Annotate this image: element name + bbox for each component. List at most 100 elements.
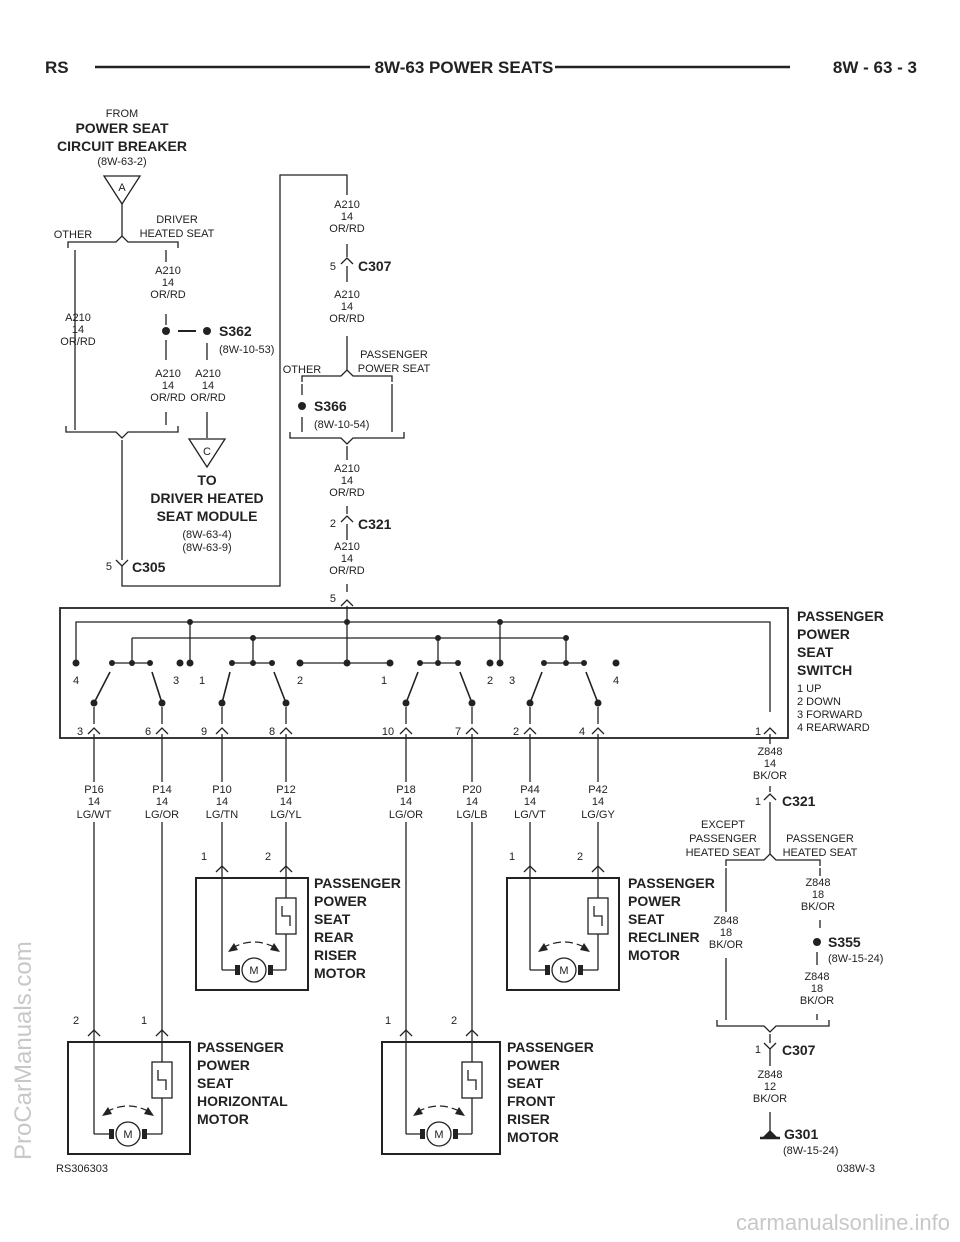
wire-gauge: 14 (156, 796, 168, 808)
switch-pin-terminal (155, 727, 169, 735)
a210-c321-code: A210 (334, 541, 360, 553)
horizontal-motor-pin-terminal (155, 1029, 169, 1037)
a210-driver-color: OR/RD (150, 289, 186, 301)
wire-code: P18 (396, 784, 416, 796)
c307a-terminal (340, 257, 354, 265)
c307b-label: C307 (782, 1042, 816, 1058)
splice-dot (187, 619, 193, 625)
switch-pin-terminal (591, 727, 605, 735)
z848-ground-color: BK/OR (753, 1093, 787, 1105)
z848-heated-code: Z848 (805, 877, 830, 889)
c321a-label: C321 (358, 516, 392, 532)
horizontal-motor-box (67, 1041, 191, 1155)
switch-wiper (221, 671, 231, 704)
a210-s366-color: OR/RD (329, 487, 365, 499)
horizontal-motor-pin-terminal (87, 1029, 101, 1037)
branch-except: EXCEPT (701, 819, 745, 831)
vertical-watermark: ProCarManuals.com (10, 941, 37, 1160)
splice-dot (250, 635, 256, 641)
horizontal-motor-m-label: M (123, 1129, 132, 1141)
branch-bracket-6 (716, 1020, 830, 1033)
s362-label: S362 (219, 323, 252, 339)
z848-except-gauge: 18 (720, 927, 732, 939)
a210-s362-a-code: A210 (155, 368, 181, 380)
horizontal-motor-pin: 2 (73, 1015, 79, 1027)
c305-terminal (115, 559, 129, 567)
front-riser-motor-pin-terminal (399, 1029, 413, 1037)
branch-passenger: PASSENGER (360, 349, 428, 361)
wire-code: P42 (588, 784, 608, 796)
switch-wiper (459, 671, 473, 704)
switch-contact (486, 659, 494, 667)
switch-contact (386, 659, 394, 667)
wire-color: LG/VT (514, 809, 546, 821)
dest-ref: (8W-63-9) (182, 542, 231, 554)
recliner-motor-label: MOTOR (628, 947, 680, 963)
wire-gauge: 14 (88, 796, 100, 808)
switch-contact (612, 659, 620, 667)
splice-dot (497, 619, 503, 625)
recliner-motor-motor-symbol (551, 957, 577, 983)
header-section-code: RS (45, 58, 69, 77)
wire-gauge: 14 (400, 796, 412, 808)
recliner-motor-arrow-head (580, 943, 590, 952)
switch-wiper (405, 671, 419, 704)
rear-riser-motor-motor-symbol (241, 957, 267, 983)
branch-bracket-1 (67, 235, 179, 248)
switch-bus-outer (75, 621, 771, 712)
switch-wiper (93, 671, 111, 704)
a210-upper-color: OR/RD (329, 223, 365, 235)
switch-legend: 2 DOWN (797, 696, 841, 708)
horizontal-motor-pin: 1 (141, 1015, 147, 1027)
switch-wiper (151, 671, 163, 704)
branch-bracket-2 (65, 426, 179, 439)
front-riser-motor-motor-symbol (426, 1121, 452, 1147)
front-riser-motor-label: MOTOR (507, 1129, 559, 1145)
rear-riser-motor-arrow-head (228, 943, 238, 952)
z848-except-color: BK/OR (709, 939, 743, 951)
c321b-label: C321 (782, 793, 816, 809)
switch-pin: 10 (382, 726, 394, 738)
c307a-label: C307 (358, 258, 392, 274)
dest-name: DRIVER HEATED (150, 490, 263, 506)
switch-name: POWER (797, 626, 850, 642)
rear-riser-motor-label: POWER (314, 893, 367, 909)
wire-color: LG/WT (77, 809, 112, 821)
branch-except: HEATED SEAT (686, 847, 761, 859)
a210-s362-a-color: OR/RD (150, 392, 186, 404)
recliner-motor-pin-terminal (523, 865, 537, 873)
s355-ref: (8W-15-24) (828, 953, 883, 965)
switch-position: 1 (199, 675, 205, 687)
wire-color: LG/LB (456, 809, 487, 821)
switch-wiper (529, 671, 543, 704)
recliner-motor-label: POWER (628, 893, 681, 909)
horizontal-motor-motor-symbol (115, 1121, 141, 1147)
ground-symbol-top (762, 1130, 778, 1138)
branch-other-2: OTHER (283, 364, 322, 376)
wire-gauge: 14 (592, 796, 604, 808)
front-riser-motor-pin: 1 (385, 1015, 391, 1027)
connector-a-label: A (118, 182, 126, 194)
z848-upper-code: Z848 (757, 746, 782, 758)
wire-code: P12 (276, 784, 296, 796)
horizontal-motor-brush (109, 1129, 114, 1139)
branch-passenger: POWER SEAT (358, 363, 431, 375)
switch-pin: 7 (455, 726, 461, 738)
switch-pin-terminal (465, 727, 479, 735)
z848-heated-color: BK/OR (801, 901, 835, 913)
horizontal-motor-rotation-arrow (105, 1105, 151, 1113)
splice-dot (435, 635, 441, 641)
switch-legend: 4 REARWARD (797, 722, 870, 734)
recliner-motor-box (506, 877, 620, 991)
page-number: 8W - 63 - 3 (833, 58, 917, 77)
source-ref: (8W-63-2) (97, 156, 146, 168)
switch-box (59, 607, 789, 739)
z848-heated-gauge: 18 (812, 889, 824, 901)
dest-name: TO (197, 472, 216, 488)
recliner-motor-arrow-head (538, 943, 548, 952)
switch-pin: 1 (755, 726, 761, 738)
rear-riser-motor-pin-terminal (215, 865, 229, 873)
horizontal-motor-label: PASSENGER (197, 1039, 284, 1055)
wire-gauge: 14 (216, 796, 228, 808)
front-riser-motor-m-label: M (434, 1129, 443, 1141)
